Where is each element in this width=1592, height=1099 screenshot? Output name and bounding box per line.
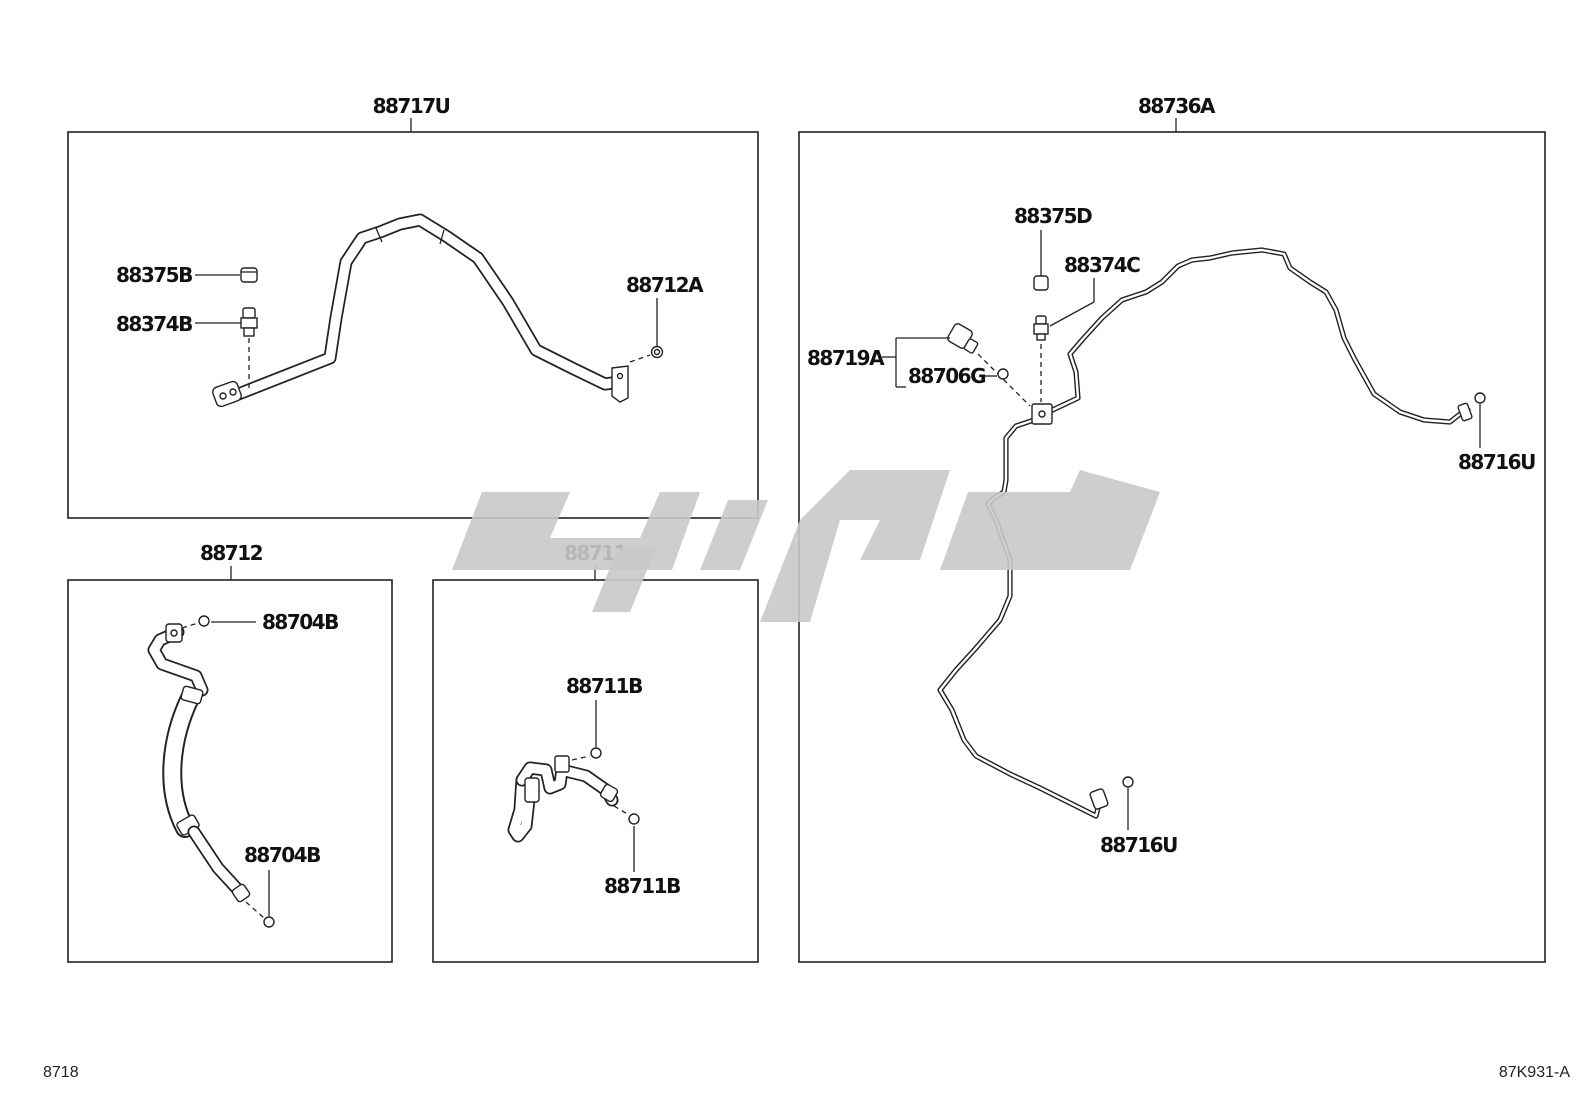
- o-ring-icon: [997, 368, 1009, 380]
- group-box-88712: [67, 579, 393, 963]
- pipe-88736A: [937, 247, 1473, 819]
- footer-left-code: 8718: [43, 1064, 79, 1081]
- part-label-88719A[interactable]: 88719A: [807, 346, 887, 370]
- part-label-88706G[interactable]: 88706G: [908, 364, 987, 388]
- group-88712: 88712 88704B 88704B: [67, 541, 393, 963]
- part-label-88374B[interactable]: 88374B: [116, 312, 194, 336]
- group-title-88717U: 88717U: [373, 94, 450, 118]
- watermark-logo: [452, 470, 1160, 622]
- o-ring-icon: [1474, 392, 1486, 404]
- hose-88712: [147, 623, 251, 903]
- pressure-sensor-icon: [947, 323, 979, 354]
- part-label-88704B-bottom[interactable]: 88704B: [244, 843, 322, 867]
- group-88717U: 88717U 88375B: [67, 94, 759, 519]
- part-label-88716U-bottom[interactable]: 88716U: [1100, 833, 1179, 857]
- group-title-88736A: 88736A: [1138, 94, 1216, 118]
- o-ring-icon: [198, 615, 210, 627]
- part-label-88711B-top[interactable]: 88711B: [566, 674, 644, 698]
- part-label-88375D[interactable]: 88375D: [1014, 204, 1094, 228]
- o-ring-icon: [590, 747, 602, 759]
- part-label-88711B-bottom[interactable]: 88711B: [604, 874, 682, 898]
- group-title-88712: 88712: [200, 541, 263, 565]
- o-ring-icon: [1122, 776, 1134, 788]
- group-box-88717U: [67, 131, 759, 519]
- part-label-88712A[interactable]: 88712A: [626, 273, 706, 297]
- part-label-88716U-right[interactable]: 88716U: [1458, 450, 1537, 474]
- part-label-88375B[interactable]: 88375B: [116, 263, 194, 287]
- pipe-88711: [507, 755, 619, 843]
- group-88736A: 88736A 88375D 88374C: [798, 94, 1546, 963]
- footer-right-code: 87K931-A: [1499, 1064, 1570, 1081]
- valve-core-icon: [240, 307, 258, 337]
- pipe-88717U: [212, 213, 629, 408]
- group-box-88711: [432, 579, 759, 963]
- valve-core-icon: [1033, 315, 1049, 341]
- o-ring-icon: [628, 813, 640, 825]
- o-ring-icon: [263, 916, 275, 928]
- part-label-88704B-top[interactable]: 88704B: [262, 610, 340, 634]
- cap-icon: [1033, 275, 1049, 291]
- cap-icon: [240, 267, 258, 283]
- part-label-88374C[interactable]: 88374C: [1064, 253, 1142, 277]
